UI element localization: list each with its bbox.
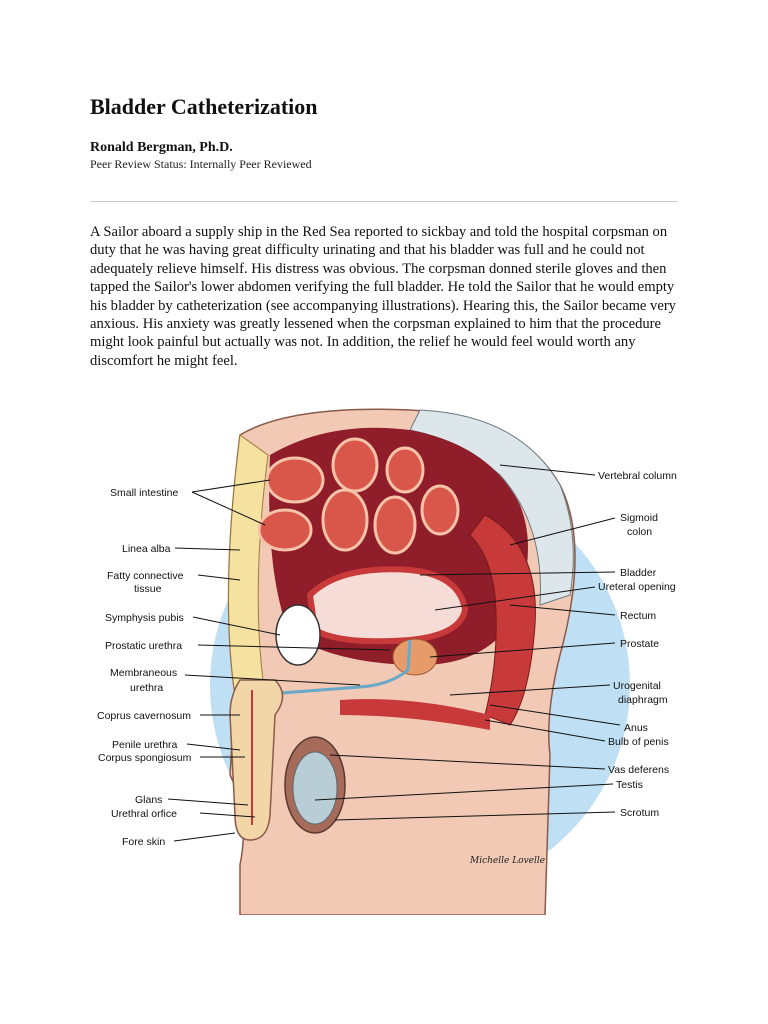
label-sigmoid-2: colon <box>627 526 652 538</box>
label-vas-deferens: Vas deferens <box>608 764 669 776</box>
label-scrotum: Scrotum <box>620 807 659 819</box>
label-urethral-orfice: Urethral orfice <box>111 808 177 820</box>
label-corpus-spongiosum: Corpus spongiosum <box>98 752 192 764</box>
label-testis: Testis <box>616 779 643 791</box>
label-prostate: Prostate <box>620 638 659 650</box>
label-linea-alba: Linea alba <box>122 543 171 555</box>
prostate-shape <box>392 638 438 676</box>
author-name: Ronald Bergman, Ph.D. <box>90 140 233 155</box>
testis-shape <box>292 751 338 825</box>
case-paragraph: A Sailor aboard a supply ship in the Red… <box>90 224 676 369</box>
urethra-path <box>254 639 412 697</box>
label-ureteral-opening: Ureteral opening <box>598 581 676 593</box>
rectum-shape <box>469 514 536 726</box>
label-penile-urethra: Penile urethra <box>112 739 178 751</box>
artist-signature: Michelle Lovelle <box>469 856 545 866</box>
label-coprus-cavernosum: Coprus cavernosum <box>97 710 191 722</box>
label-fatty-connective-2: tissue <box>134 583 162 595</box>
label-sigmoid-1: Sigmoid <box>620 512 658 524</box>
small-intestine-loops <box>257 437 460 555</box>
bladder-shape <box>306 566 469 645</box>
label-symphysis-pubis: Symphysis pubis <box>105 612 184 624</box>
divider <box>90 201 678 202</box>
label-fatty-connective-1: Fatty connective <box>107 570 184 582</box>
label-urogenital-1: Urogenital <box>613 680 661 692</box>
label-bulb-of-penis: Bulb of penis <box>608 736 669 748</box>
penis-shape <box>229 679 284 841</box>
label-small-intestine: Small intestine <box>110 487 178 499</box>
label-glans: Glans <box>135 794 162 806</box>
label-urogenital-2: diaphragm <box>618 694 668 706</box>
label-membraneous-2: urethra <box>130 682 163 694</box>
anatomy-diagram: Small intestine Linea alba Fatty connect… <box>97 408 677 915</box>
label-vertebral-column: Vertebral column <box>598 470 677 482</box>
label-membraneous-1: Membraneous <box>110 667 177 679</box>
symphysis-pubis-shape <box>275 604 321 666</box>
left-leader-lines <box>167 479 391 842</box>
label-prostatic-urethra: Prostatic urethra <box>105 640 182 652</box>
label-fore-skin: Fore skin <box>122 836 165 848</box>
peer-review-status: Peer Review Status: Internally Peer Revi… <box>90 157 312 171</box>
right-leader-lines <box>314 464 621 821</box>
bulb-of-penis-shape <box>340 699 490 730</box>
label-anus: Anus <box>624 722 648 734</box>
document-title: Bladder Catheterization <box>90 94 318 119</box>
label-rectum: Rectum <box>620 610 656 622</box>
anatomy-illustration: Small intestine Linea alba Fatty connect… <box>90 395 695 915</box>
label-bladder: Bladder <box>620 567 657 579</box>
